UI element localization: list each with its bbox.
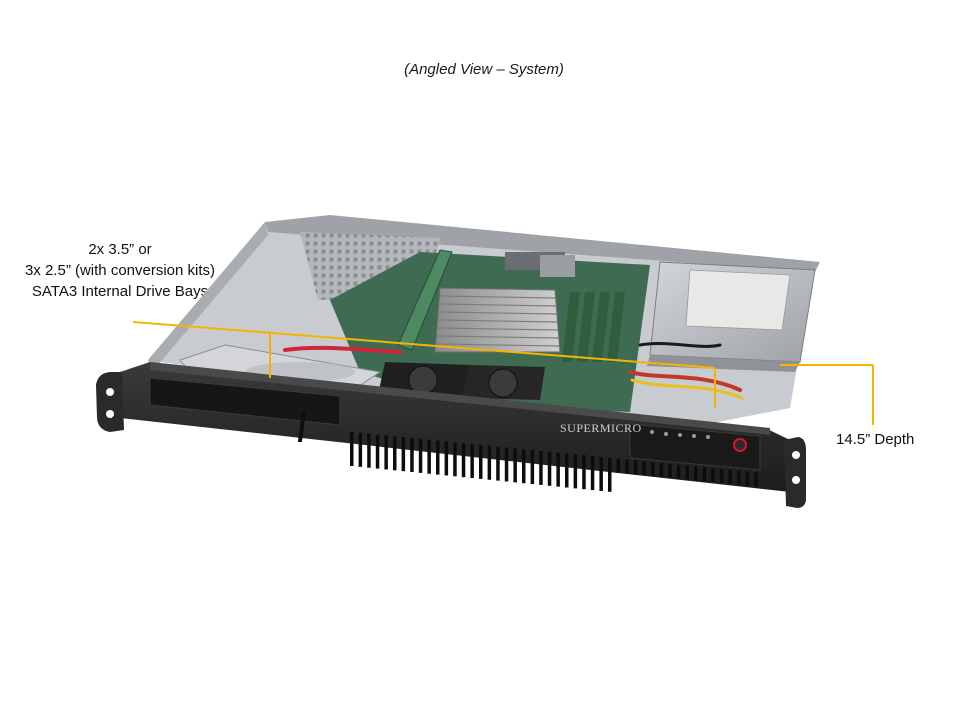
depth-callout-label: 14.5” Depth — [836, 431, 915, 448]
vent-slot — [651, 462, 655, 477]
vent-slot — [590, 456, 595, 491]
drive-bays-line-2: 3x 2.5” (with conversion kits) — [24, 262, 216, 279]
vent-slot — [487, 445, 492, 480]
vent-slot — [401, 437, 406, 472]
vent-slot — [375, 434, 380, 469]
depth-callout-line — [780, 364, 874, 425]
rack-ear-left — [96, 372, 124, 432]
vent-slot — [702, 467, 707, 482]
vent-slot — [504, 447, 509, 482]
vent-slot — [367, 433, 371, 468]
vent-slot — [410, 438, 414, 473]
cpu-heatsink — [434, 287, 561, 353]
drive-bays-callout-label: 2x 3.5” or 3x 2.5” (with conversion kits… — [0, 239, 240, 302]
status-led-icons — [650, 430, 710, 439]
vent-slot — [616, 458, 621, 473]
vent-slot — [496, 446, 500, 481]
vent-slot — [539, 450, 543, 485]
vent-slot — [522, 449, 526, 484]
vent-slot — [685, 465, 689, 480]
vent-slot — [350, 432, 354, 466]
vent-slot — [719, 468, 724, 483]
vent-slot — [470, 444, 474, 479]
vent-slot — [358, 432, 363, 467]
vent-slot — [547, 451, 552, 486]
vent-slot — [625, 459, 629, 474]
vent-slot — [384, 435, 388, 470]
vent-slot — [436, 440, 440, 475]
vent-slot — [393, 436, 397, 471]
vent-slot — [754, 472, 758, 487]
front-bezel: SUPERMICRO — [120, 362, 790, 492]
vent-slot — [659, 462, 664, 477]
vent-slot — [479, 444, 483, 479]
rack-ear-right — [784, 437, 806, 508]
vent-slot — [737, 470, 741, 485]
vent-slot — [642, 461, 646, 476]
vent-slot — [694, 466, 698, 481]
drive-bays-line-3: SATA3 Internal Drive Bays — [31, 283, 209, 300]
figure-caption: (Angled View – System) — [404, 61, 564, 78]
vent-slot — [513, 448, 517, 483]
vent-slot — [427, 439, 431, 474]
vent-slot — [676, 464, 681, 479]
vent-slot — [633, 460, 638, 475]
vent-slot — [668, 463, 672, 478]
vent-slot — [599, 456, 603, 491]
front-vent-grill — [350, 432, 758, 492]
vent-slot — [711, 468, 715, 483]
vent-slot — [745, 471, 750, 486]
vent-slot — [582, 455, 586, 490]
supermicro-logo: SUPERMICRO — [560, 421, 642, 435]
system-fans — [378, 362, 545, 400]
vent-slot — [444, 441, 449, 476]
internal-cables — [283, 342, 744, 400]
vent-slot — [530, 450, 535, 485]
drive-bays-line-1: 2x 3.5” or — [88, 241, 152, 258]
vent-slot — [556, 452, 560, 487]
memory-modules — [562, 292, 625, 362]
power-button-icon — [733, 438, 747, 452]
vent-slot — [418, 438, 423, 473]
drive-bays-callout-line — [132, 321, 716, 408]
vent-slot — [608, 457, 612, 492]
power-supply-unit — [647, 261, 816, 372]
vent-slot — [453, 442, 457, 477]
vent-slot — [573, 454, 578, 489]
vent-slot — [461, 443, 466, 478]
vent-slot — [728, 469, 732, 484]
vent-slot — [565, 453, 569, 488]
